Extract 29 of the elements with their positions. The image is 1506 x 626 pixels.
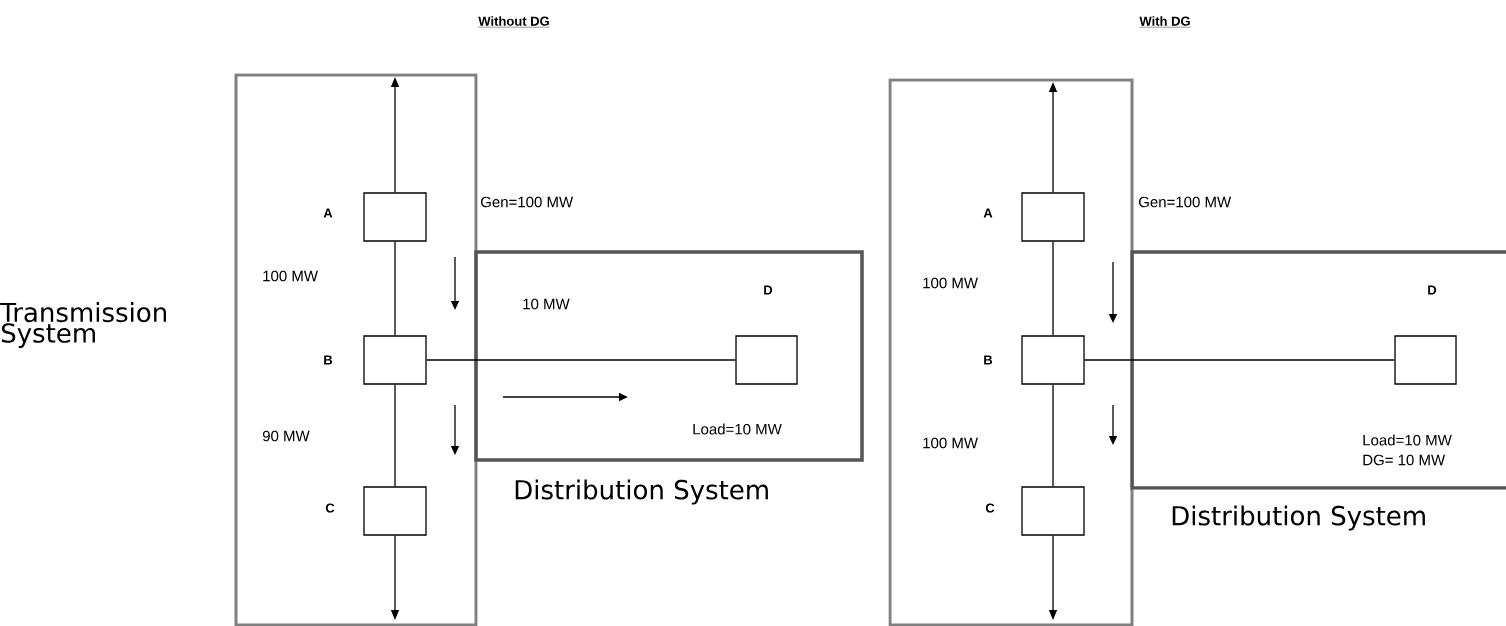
connector-line: [1084, 359, 1395, 361]
flow-label: 100 MW: [923, 277, 978, 289]
bus-letter: A: [983, 208, 993, 218]
bus-letter: C: [985, 503, 995, 513]
value-label: Gen=100 MW: [480, 196, 574, 208]
flow-label: 100 MW: [263, 270, 318, 282]
connector-line: [426, 359, 736, 361]
connector-line: [394, 384, 396, 487]
value-label: DG= 10 MW: [1363, 454, 1446, 466]
bus-letter: D: [1428, 285, 1437, 295]
value-label: Load=10 MW: [693, 423, 782, 435]
panel-title: With DG: [1139, 16, 1191, 28]
connector-line: [1052, 384, 1054, 487]
bus-letter: C: [325, 503, 335, 513]
flow-label: 100 MW: [923, 437, 978, 449]
connector-line: [1052, 241, 1054, 336]
system-label: Transmission System: [0, 302, 166, 348]
bus-letter: B: [324, 355, 333, 365]
flow-label: 90 MW: [262, 430, 310, 442]
bus-letter: B: [984, 355, 993, 365]
panel-title: Without DG: [478, 16, 550, 28]
bus-letter: A: [323, 208, 333, 218]
value-label: Gen=100 MW: [1138, 196, 1232, 208]
flow-label: 10 MW: [523, 298, 570, 310]
system-label: Distribution System: [1172, 505, 1425, 531]
value-label: Load=10 MW: [1363, 434, 1452, 446]
system-label: Distribution System: [515, 479, 768, 505]
bus-letter: D: [764, 285, 773, 295]
connector-line: [394, 241, 396, 336]
